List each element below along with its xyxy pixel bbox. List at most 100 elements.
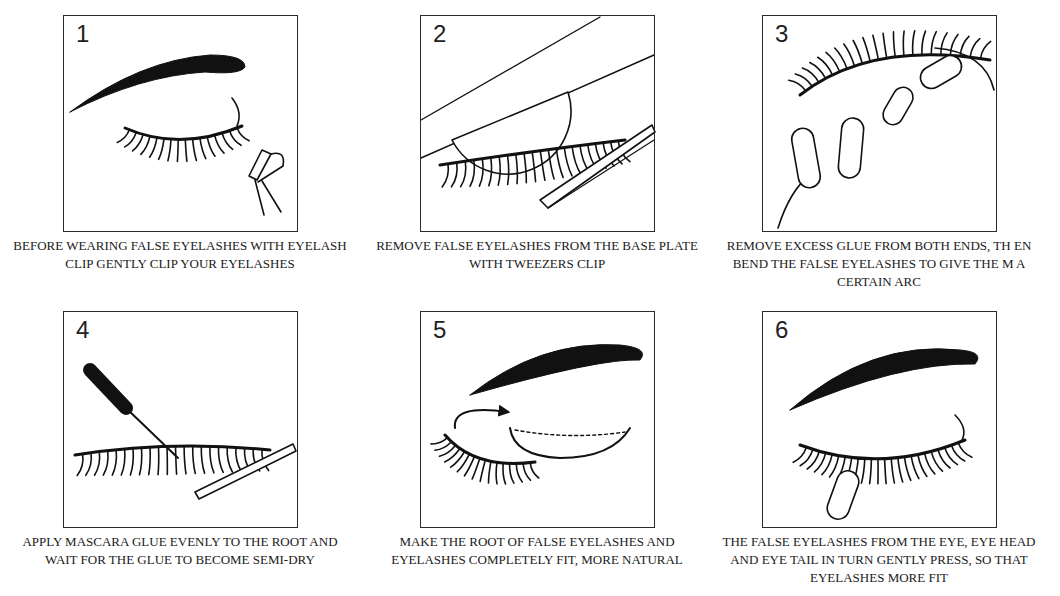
false-lash [489,461,492,483]
false-lash [184,446,186,474]
false-lash [807,451,819,469]
false-lash [793,447,806,462]
finger [879,84,916,129]
false-lash [830,456,839,477]
false-lash [913,31,915,55]
step-number: 4 [76,318,89,342]
false-lash [870,459,872,484]
placement-arrow [455,410,508,428]
false-lash [480,460,485,481]
false-lash [810,63,826,79]
false-lash [981,41,991,58]
false-lash [885,459,887,484]
false-lash [911,456,919,479]
eyebrow [790,349,978,410]
false-lash [503,463,506,484]
false-lash [218,447,223,473]
step-panel: 6THE FALSE EYELASHES FROM THE EYE, EYE H… [762,311,997,528]
eyelash-curler [258,153,284,182]
false-lash [572,147,581,175]
false-lash [530,463,539,478]
natural-lash [177,140,179,162]
step-caption: REMOVE FALSE EYELASHES FROM THE BASE PLA… [367,237,707,273]
finger [790,127,822,190]
false-lash [802,68,818,82]
tweezers [548,140,654,208]
step-caption: BEFORE WEARING FALSE EYELASHES WITH EYEL… [10,237,350,273]
eyelid-crease [232,98,239,126]
false-lash [564,148,572,176]
tweezers [540,125,655,208]
natural-lash [150,138,157,158]
false-lash [789,80,806,91]
false-lash [861,459,864,484]
false-lash [77,454,83,476]
false-lash [844,44,855,66]
false-lash [86,453,92,476]
false-lash [442,164,448,187]
false-lash [516,464,522,483]
natural-lash [117,130,129,143]
false-lash [210,446,214,473]
eyebrow [470,345,643,395]
false-lash [236,447,242,471]
false-lash [465,456,475,475]
false-lash [166,446,168,474]
false-lash [112,450,116,475]
false-lash [201,446,204,473]
false-lash [149,447,151,475]
false-lash [863,38,870,62]
natural-lash [193,139,197,161]
false-lash [508,155,509,184]
false-lash [922,31,926,55]
false-lash [902,31,904,56]
false-lash [826,52,840,71]
false-lash [556,149,563,178]
finger [916,51,965,92]
false-lash [951,445,964,461]
false-lash [193,446,196,474]
false-lash [877,459,879,484]
hand-outline [778,48,994,228]
false-lash [548,150,554,179]
false-lash [431,438,447,444]
false-lash [227,447,232,472]
false-lash-band [75,446,270,455]
step-caption: MAKE THE ROOT OF FALSE EYELASHES AND EYE… [367,533,707,569]
false-lash [523,463,530,480]
false-lash [461,161,466,186]
natural-lash [159,139,164,160]
false-lash [904,457,910,481]
natural-lash [185,139,187,161]
false-lash [95,452,100,476]
false-lash [176,446,177,474]
false-lash [941,33,947,55]
false-lash [891,458,894,483]
false-lash-band [800,55,990,95]
false-lash [440,445,456,456]
step-number: 1 [76,22,89,46]
base-plate-edge [421,17,600,120]
false-lash [795,74,812,86]
step-caption: REMOVE EXCESS GLUE FROM BOTH ENDS, TH EN… [709,237,1049,291]
false-lash [873,35,879,59]
false-lash [140,448,142,475]
false-lash [470,160,474,186]
natural-lash [200,138,206,159]
eye-line [510,428,630,458]
tweezers [195,444,296,499]
false-lash [121,449,125,475]
false-lash [451,163,457,187]
false-lash [510,463,514,483]
false-lash [958,443,972,458]
false-lash [435,442,452,451]
false-lash [489,158,492,186]
false-lash [883,33,887,58]
false-lash [516,154,518,184]
false-lash [970,39,980,58]
false-lash [853,41,862,64]
false-lash [898,458,903,482]
eyelid-crease [955,415,964,440]
step-panel: 3REMOVE EXCESS GLUE FROM BOTH ENDS, TH E… [762,15,997,232]
false-lash [524,153,526,183]
